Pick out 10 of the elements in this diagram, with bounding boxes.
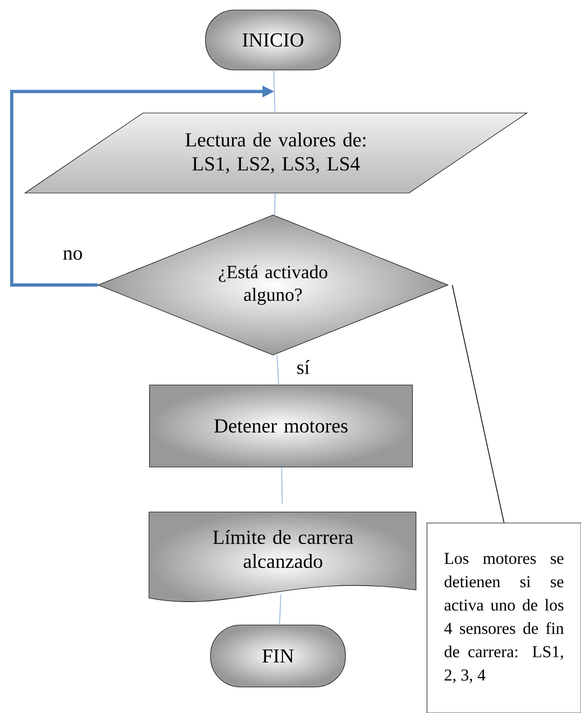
- connector-line: [279, 594, 282, 626]
- edge-label: sí: [295, 358, 312, 376]
- connector-line: [276, 354, 280, 386]
- edge-label: no: [61, 248, 84, 262]
- note-box: Los motores se detienen si se activa uno de los 4 sensores de fin de carrera: LS1, 2, 3, 4: [426, 522, 581, 713]
- connector-line: [281, 466, 283, 504]
- connector-line: [274, 192, 276, 216]
- leader-line: [452, 284, 504, 524]
- connector-line: [273, 70, 276, 114]
- process-box: Detener motores: [149, 384, 413, 468]
